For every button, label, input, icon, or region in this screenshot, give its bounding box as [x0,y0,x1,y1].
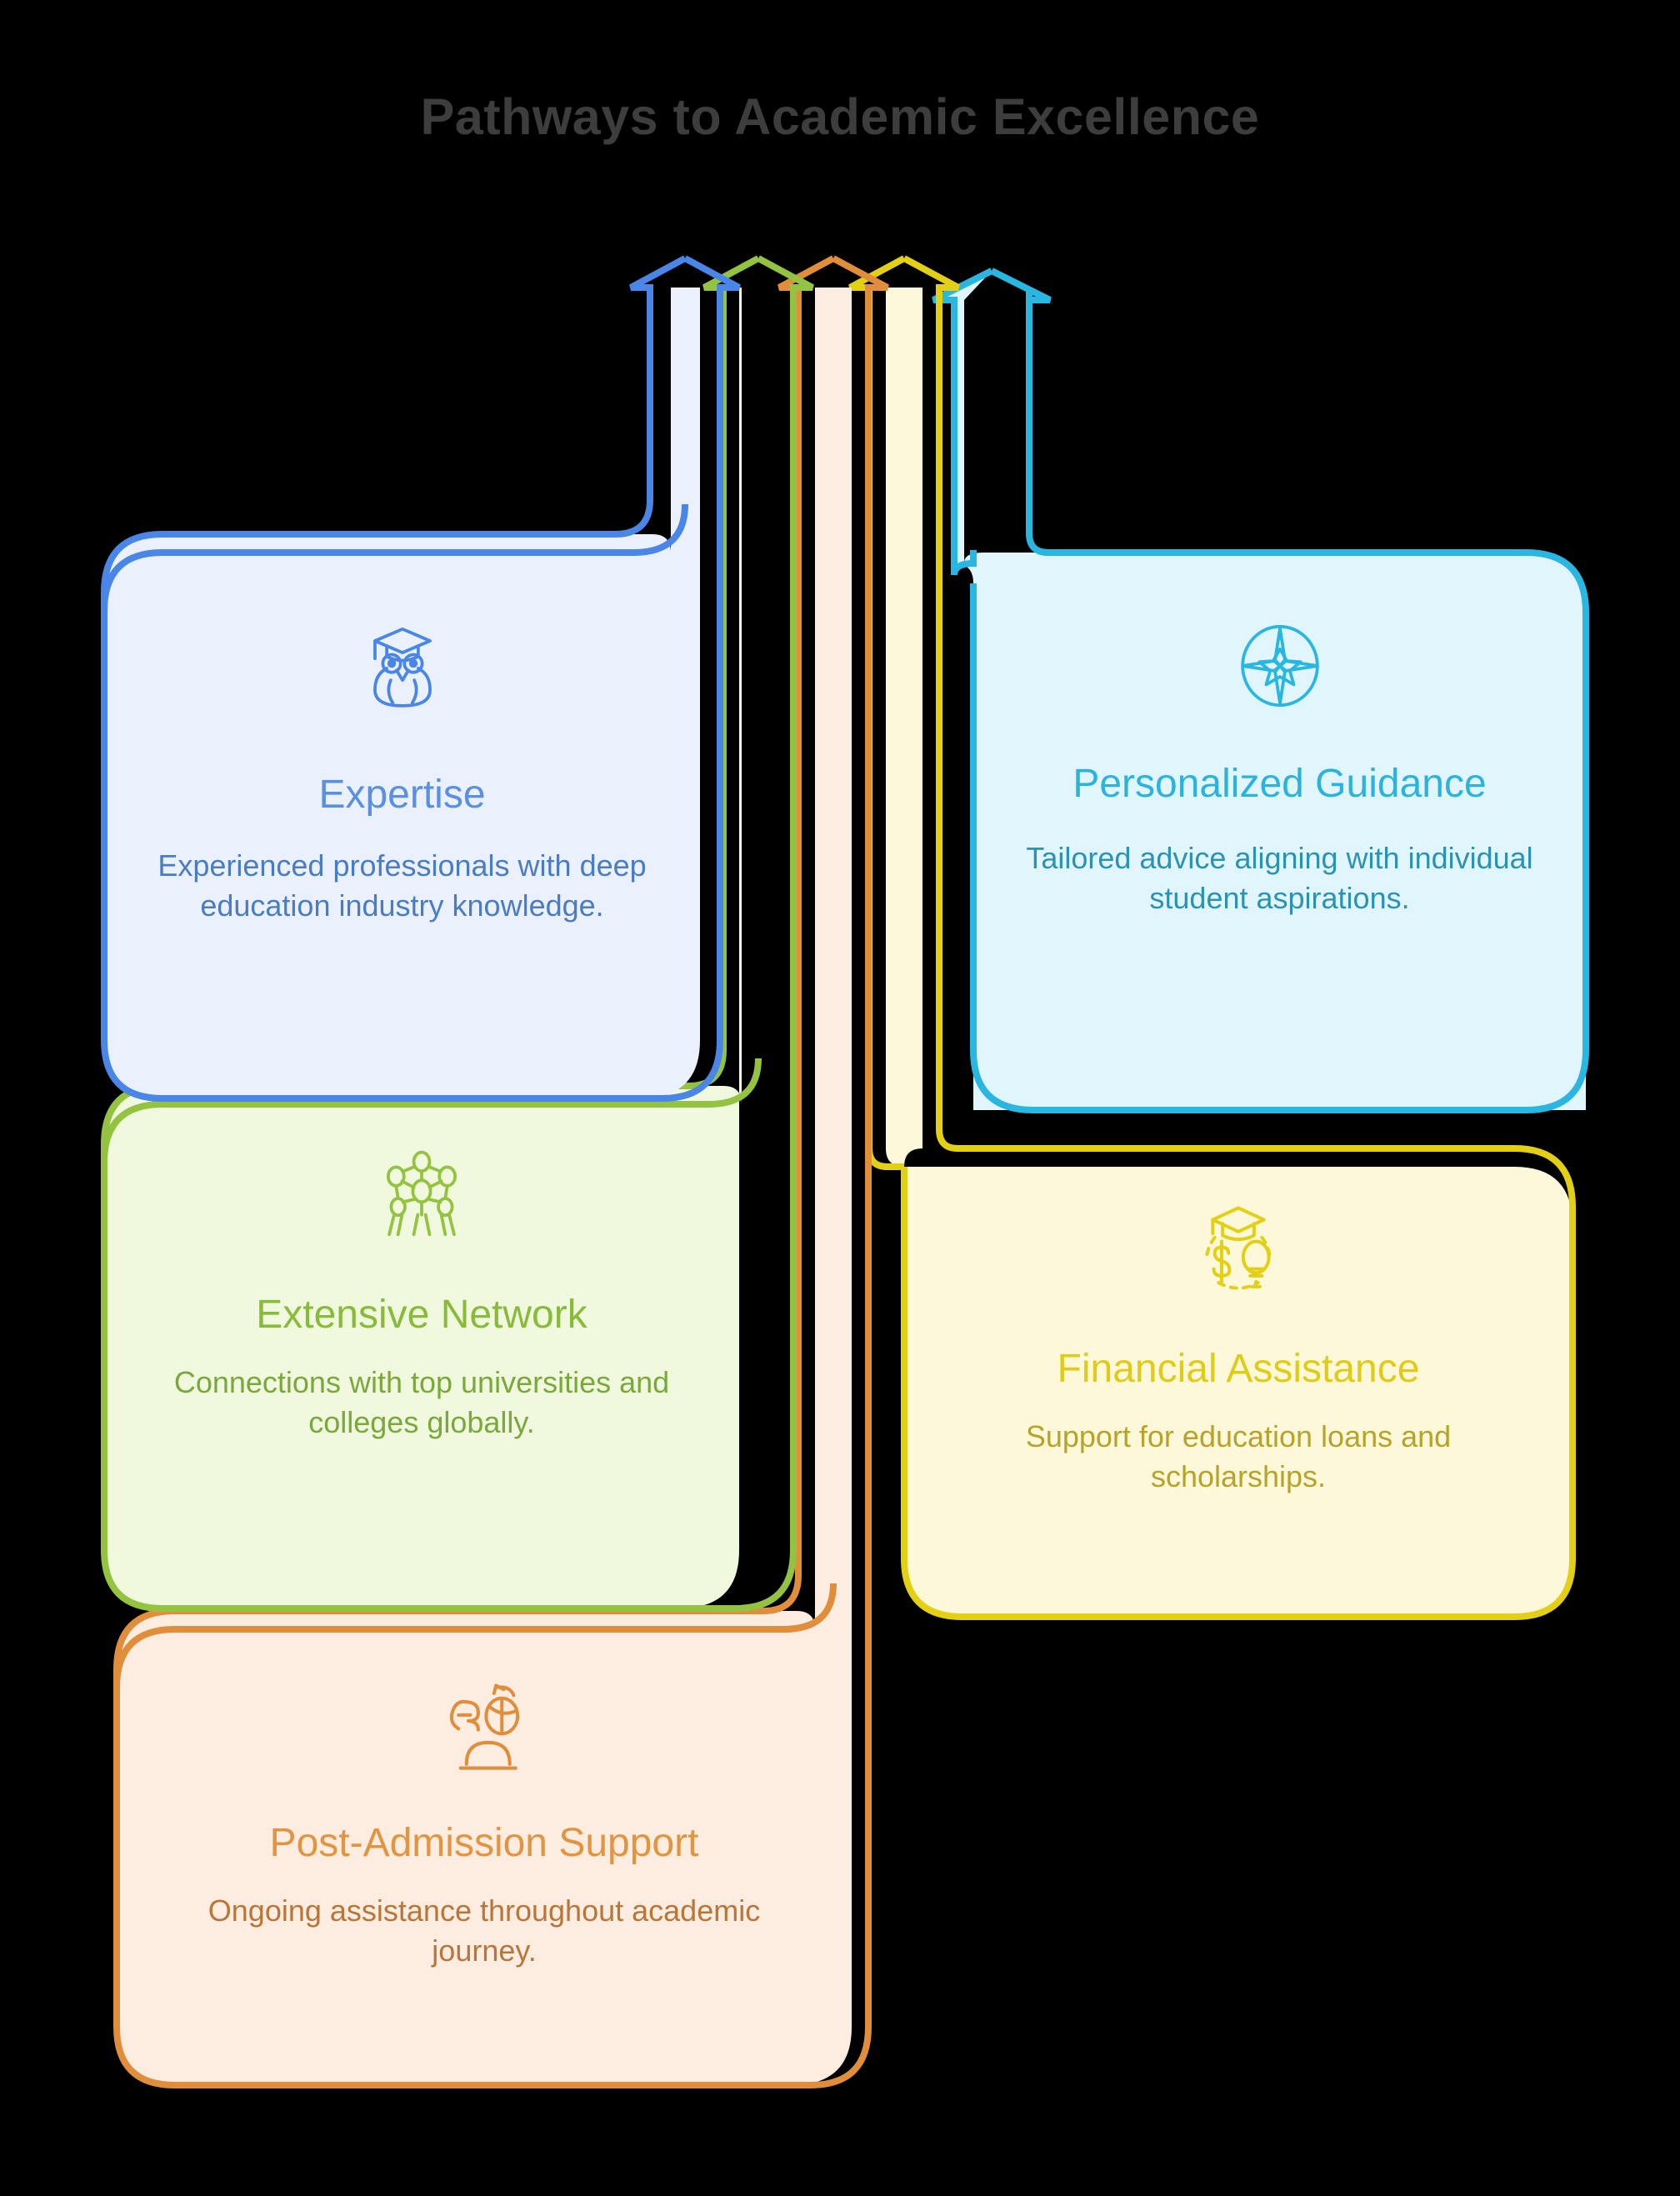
card-desc-network: Connections with top universities and co… [173,1365,670,1439]
card-financial-assistance[interactable]: Financial Assistance Support for educati… [904,1148,1572,1617]
card-personalized-guidance[interactable]: Personalized Guidance Tailored advice al… [973,550,1586,1110]
card-title-financial-assistance: Financial Assistance [1057,1347,1420,1391]
card-desc-financial-assistance: Support for education loans and scholars… [1025,1419,1452,1493]
compass-star-icon [1231,617,1329,719]
card-desc-personalized-guidance: Tailored advice aligning with individual… [1026,841,1533,915]
card-title-personalized-guidance: Personalized Guidance [1072,762,1487,806]
card-expertise[interactable]: Expertise Experienced professionals with… [104,553,700,1100]
card-title-post-admission-support: Post-Admission Support [269,1821,699,1865]
card-title-expertise: Expertise [318,773,486,817]
network-nodes-icon [372,1146,471,1248]
card-title-network: Extensive Network [256,1293,588,1337]
scholarship-cap-dollar-bulb-icon [1189,1200,1288,1303]
page-title: Pathways to Academic Excellence [420,88,1260,145]
card-desc-post-admission-support: Ongoing assistance throughout academic j… [208,1893,761,1968]
student-refresh-icon [435,1678,533,1780]
owl-graduate-icon [353,619,452,722]
card-network[interactable]: Extensive Network Connections with top u… [104,1104,739,1608]
card-post-admission-support[interactable]: Post-Admission Support Ongoing assistanc… [117,1629,852,2085]
card-desc-expertise: Experienced professionals with deep educ… [158,848,647,923]
